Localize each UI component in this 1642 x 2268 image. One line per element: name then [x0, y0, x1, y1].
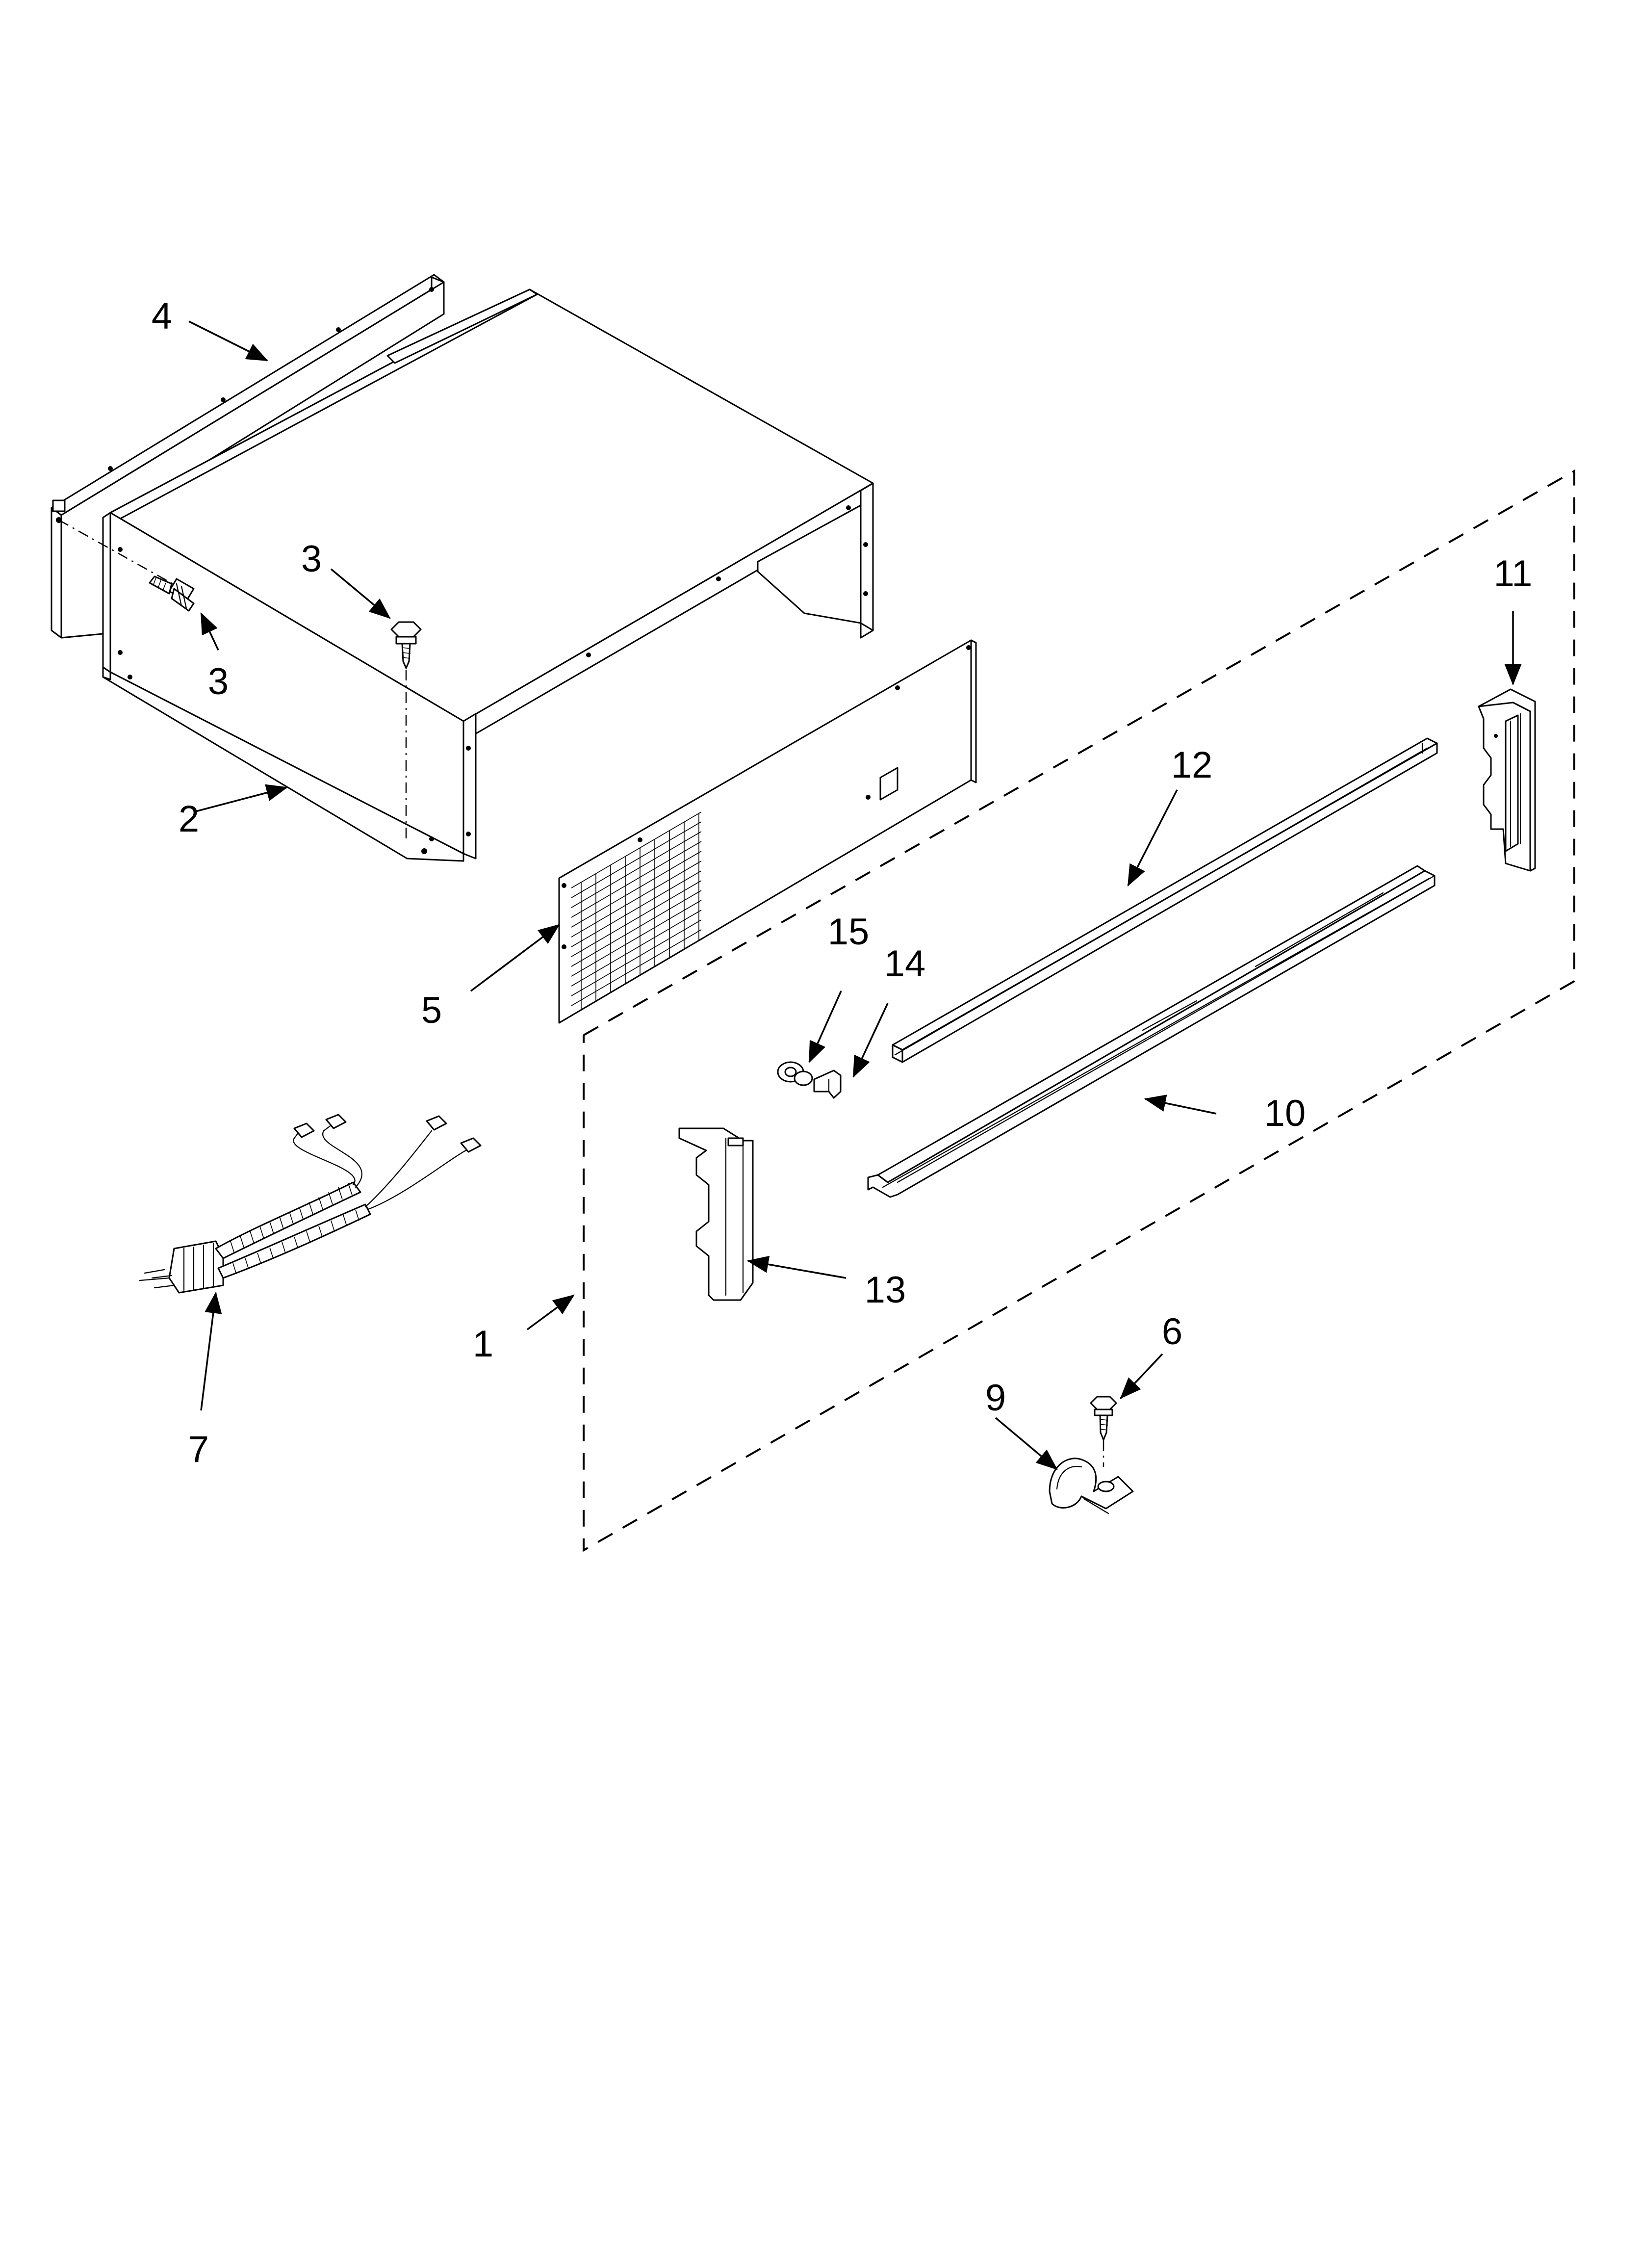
callout-2: 2	[179, 798, 199, 840]
callout-12: 12	[1171, 744, 1213, 786]
part-6-screw	[1090, 1396, 1117, 1467]
callout-13: 13	[865, 1269, 906, 1311]
part-9-clamp	[1049, 1458, 1134, 1514]
part-5-louvered-panel	[558, 639, 977, 1024]
callout-1: 1	[473, 1323, 493, 1365]
part-4-rear-flange	[51, 274, 445, 639]
callout-14: 14	[884, 943, 926, 985]
part-7-wire-harness	[139, 1114, 482, 1294]
callout-15: 15	[828, 911, 870, 953]
callout-6: 6	[1162, 1311, 1182, 1353]
part-2-housing	[102, 288, 874, 862]
part-3-screw-top	[390, 621, 422, 839]
callout-11: 11	[1494, 553, 1533, 595]
part-15-knob	[777, 1061, 813, 1086]
callout-3-side: 3	[208, 661, 229, 703]
part-12-upper-rail	[892, 737, 1438, 1063]
callout-5: 5	[421, 990, 442, 1031]
callout-3-top: 3	[301, 538, 322, 580]
part-3-screw-side	[58, 519, 195, 612]
part-1-kit-boundary	[583, 469, 1575, 1552]
callout-7: 7	[188, 1429, 209, 1470]
part-13-left-bracket	[678, 1127, 754, 1301]
part-14-pin	[813, 1069, 842, 1099]
leader-arrows	[188, 320, 1522, 1470]
part-11-right-bracket	[1478, 688, 1536, 872]
callout-10: 10	[1264, 1093, 1306, 1134]
callout-labels: 4 2 3 3 5 1 7 10 11 12 15 14 13 6 9	[152, 295, 1533, 1470]
callout-9: 9	[985, 1377, 1006, 1419]
callout-4: 4	[152, 295, 172, 337]
part-10-lower-rail	[867, 865, 1436, 1198]
